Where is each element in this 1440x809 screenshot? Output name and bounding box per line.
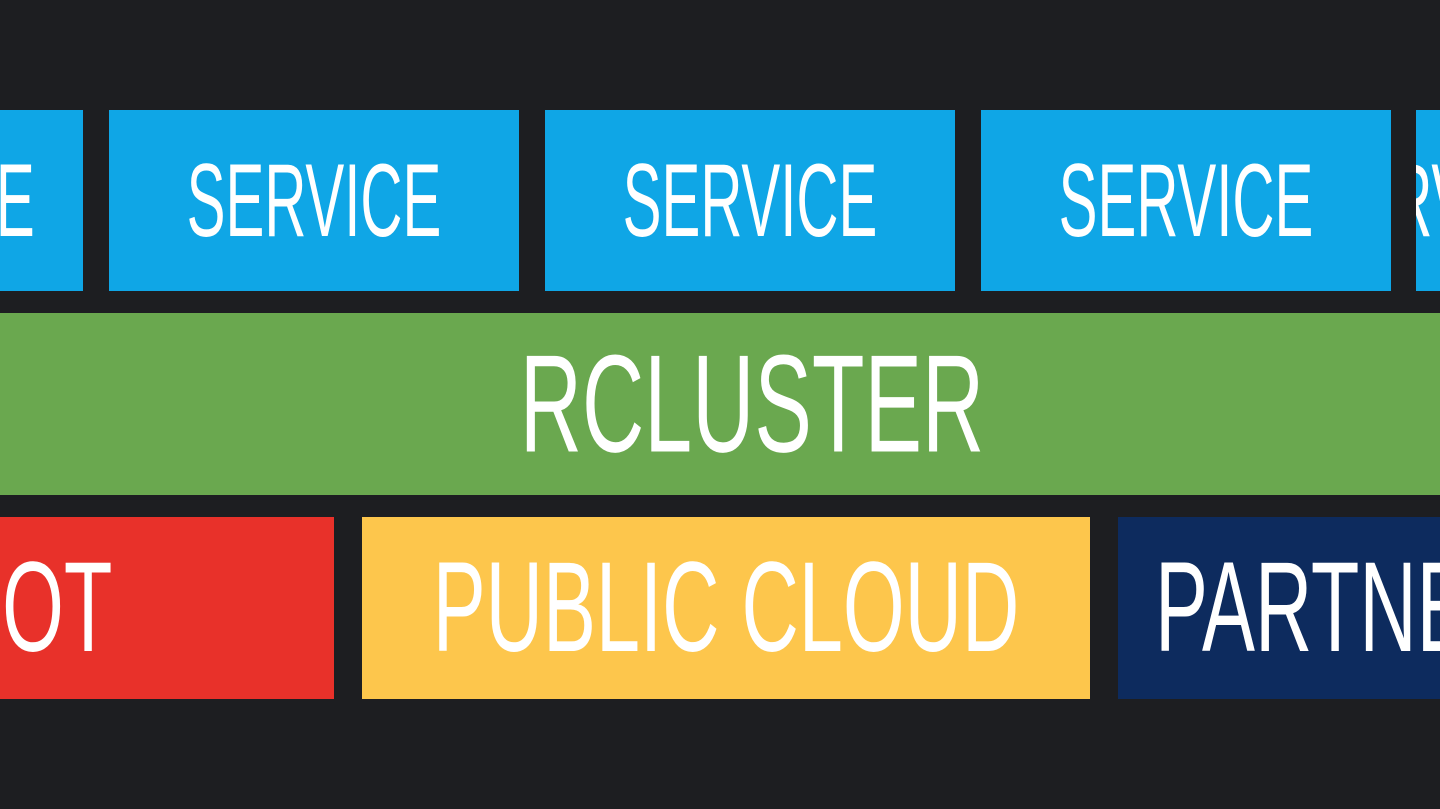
cluster-bar: RCLUSTER — [0, 313, 1440, 495]
partner-label: PARTNER — [1155, 536, 1440, 679]
service-box-1: SERVICE — [0, 110, 83, 291]
partner-box: PARTNER — [1118, 517, 1440, 699]
public-cloud-box: PUBLIC CLOUD — [362, 517, 1090, 699]
service-label: SERVICE — [1416, 149, 1440, 253]
cluster-label: RCLUSTER — [519, 326, 985, 482]
service-box-5: SERVICE — [1416, 110, 1440, 291]
service-box-3: SERVICE — [545, 110, 955, 291]
iot-label: IOT — [0, 536, 112, 679]
service-label: SERVICE — [1058, 142, 1314, 259]
service-box-4: SERVICE — [981, 110, 1391, 291]
service-box-2: SERVICE — [109, 110, 519, 291]
service-label: SERVICE — [186, 142, 442, 259]
public-cloud-label: PUBLIC CLOUD — [432, 536, 1020, 679]
iot-box: IOT — [0, 517, 334, 699]
service-label: SERVICE — [0, 142, 35, 259]
service-label: SERVICE — [622, 142, 878, 259]
